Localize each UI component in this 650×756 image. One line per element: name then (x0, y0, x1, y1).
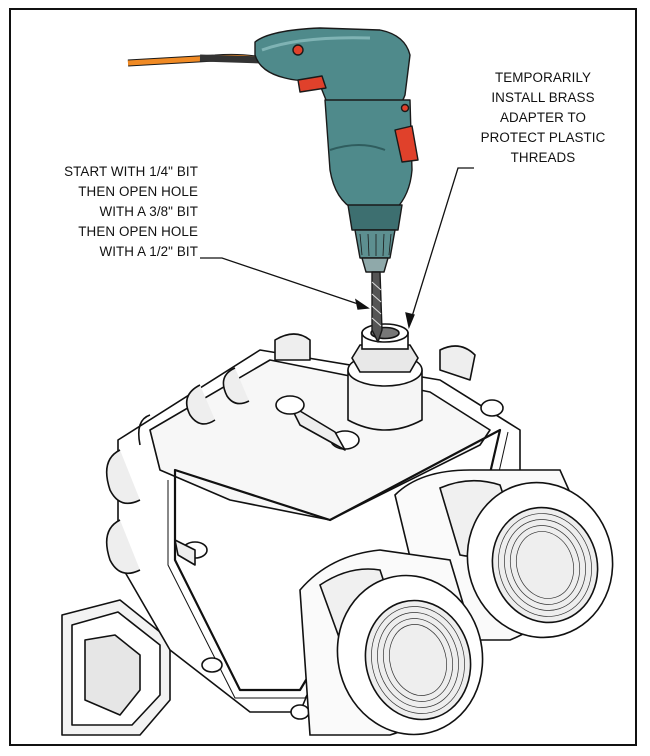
drill-bit-callout-line-5: WITH A 1/2" BIT (99, 244, 198, 259)
pipe-connection-left (299, 549, 484, 736)
brass-adapter (351, 323, 419, 373)
drill-bit-callout-line-2: THEN OPEN HOLE (78, 184, 198, 199)
leader-lines (200, 167, 474, 330)
power-drill (127, 27, 419, 343)
drill-trigger (297, 75, 327, 93)
adapter-callout-line-4: PROTECT PLASTIC (480, 130, 606, 145)
drill-bit-callout: START WITH 1/4" BIT THEN OPEN HOLE WITH … (28, 162, 198, 262)
drill-switch (394, 125, 419, 163)
adapter-leader (409, 167, 474, 324)
drill-bit-callout-line-4: THEN OPEN HOLE (78, 224, 198, 239)
diagram-frame (9, 8, 637, 746)
adapter-callout-line-3: ADAPTER TO (499, 110, 587, 125)
adapter-callout-line-1: TEMPORARILY (494, 70, 592, 85)
bit-leader (200, 257, 365, 307)
adapter-callout-line-5: THREADS (510, 150, 576, 165)
drill-bit-callout-line-3: WITH A 3/8" BIT (99, 204, 198, 219)
left-ribs (105, 333, 476, 575)
drill-bit-callout-line-1: START WITH 1/4" BIT (64, 164, 198, 179)
adapter-callout-line-2: INSTALL BRASS (491, 90, 595, 105)
bolt-posts (174, 395, 504, 720)
brass-adapter-callout: TEMPORARILY INSTALL BRASS ADAPTER TO PRO… (458, 68, 628, 168)
